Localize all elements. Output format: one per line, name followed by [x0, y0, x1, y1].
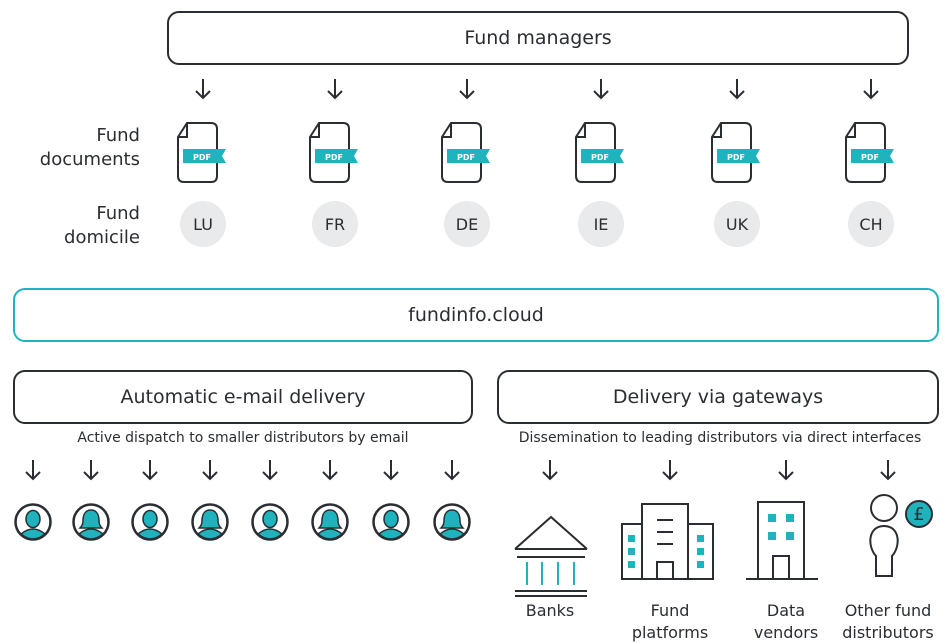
pdf-document-icon: PDF [575, 122, 624, 183]
fund-platform-building-icon [621, 503, 714, 580]
pdf-badge-label: PDF [727, 153, 745, 162]
fund-domicile-label: Fund domicile [64, 203, 140, 248]
fundinfo-cloud-label: fundinfo.cloud [408, 304, 544, 326]
domicile-badge: LU [180, 201, 226, 247]
gateway-target-label: Fund platforms [631, 601, 709, 642]
down-arrow-icon [202, 460, 218, 481]
fund-managers-box: Fund managers [167, 11, 909, 65]
fundinfo-cloud-box: fundinfo.cloud [13, 288, 939, 342]
down-arrow-icon [142, 460, 158, 481]
distributor-avatar-icon [311, 503, 349, 541]
gateways-title: Delivery via gateways [612, 386, 824, 408]
bank-icon [514, 515, 588, 597]
domicile-badge: IE [578, 201, 624, 247]
down-arrow-icon [83, 460, 99, 481]
distributor-avatar-icon [433, 503, 471, 541]
down-arrow-icon [662, 460, 678, 481]
fund-documents-label: Fund documents [39, 125, 140, 170]
pdf-badge-label: PDF [457, 153, 475, 162]
down-arrow-icon [262, 460, 278, 481]
pdf-document-icon: PDF [711, 122, 760, 183]
down-arrow-icon [322, 460, 338, 481]
pound-symbol: £ [913, 504, 924, 525]
down-arrow-icon [327, 79, 343, 100]
gateway-target-label: Banks [525, 601, 575, 620]
gateways-box: Delivery via gateways [497, 370, 939, 424]
pdf-badge-label: PDF [193, 153, 211, 162]
gateways-subtitle: Dissemination to leading distributors vi… [518, 430, 922, 446]
pdf-badge-label: PDF [861, 153, 879, 162]
distributor-person-icon: £ [869, 494, 933, 577]
fund-managers-label: Fund managers [464, 27, 612, 49]
gateway-target-label: Data vendors [753, 601, 819, 642]
domicile-badge: UK [714, 201, 760, 247]
email-delivery-box: Automatic e-mail delivery [13, 370, 473, 424]
pdf-badge-label: PDF [325, 153, 343, 162]
down-arrow-icon [444, 460, 460, 481]
down-arrow-icon [880, 460, 896, 481]
email-delivery-title: Automatic e-mail delivery [120, 386, 366, 408]
distributor-avatar-icon [372, 503, 410, 541]
down-arrow-icon [593, 79, 609, 100]
domicile-badge: CH [848, 201, 894, 247]
down-arrow-icon [459, 79, 475, 100]
pdf-document-icon: PDF [845, 122, 894, 183]
email-delivery-subtitle: Active dispatch to smaller distributors … [77, 430, 409, 446]
distributor-avatar-icon [251, 503, 289, 541]
down-arrow-icon [729, 79, 745, 100]
down-arrow-icon [863, 79, 879, 100]
pdf-document-icon: PDF [441, 122, 490, 183]
down-arrow-icon [25, 460, 41, 481]
distributor-avatar-icon [72, 503, 110, 541]
distributor-avatar-icon [131, 503, 169, 541]
domicile-badge: DE [444, 201, 490, 247]
data-vendor-building-icon [746, 501, 818, 580]
domicile-badge: FR [312, 201, 358, 247]
down-arrow-icon [195, 79, 211, 100]
gateway-target-label: Other fund distributors [842, 601, 934, 642]
pdf-document-icon: PDF [177, 122, 226, 183]
distributor-avatar-icon [14, 503, 52, 541]
distributor-avatar-icon [191, 503, 229, 541]
down-arrow-icon [542, 460, 558, 481]
down-arrow-icon [383, 460, 399, 481]
down-arrow-icon [778, 460, 794, 481]
pdf-document-icon: PDF [309, 122, 358, 183]
pdf-badge-label: PDF [591, 153, 609, 162]
